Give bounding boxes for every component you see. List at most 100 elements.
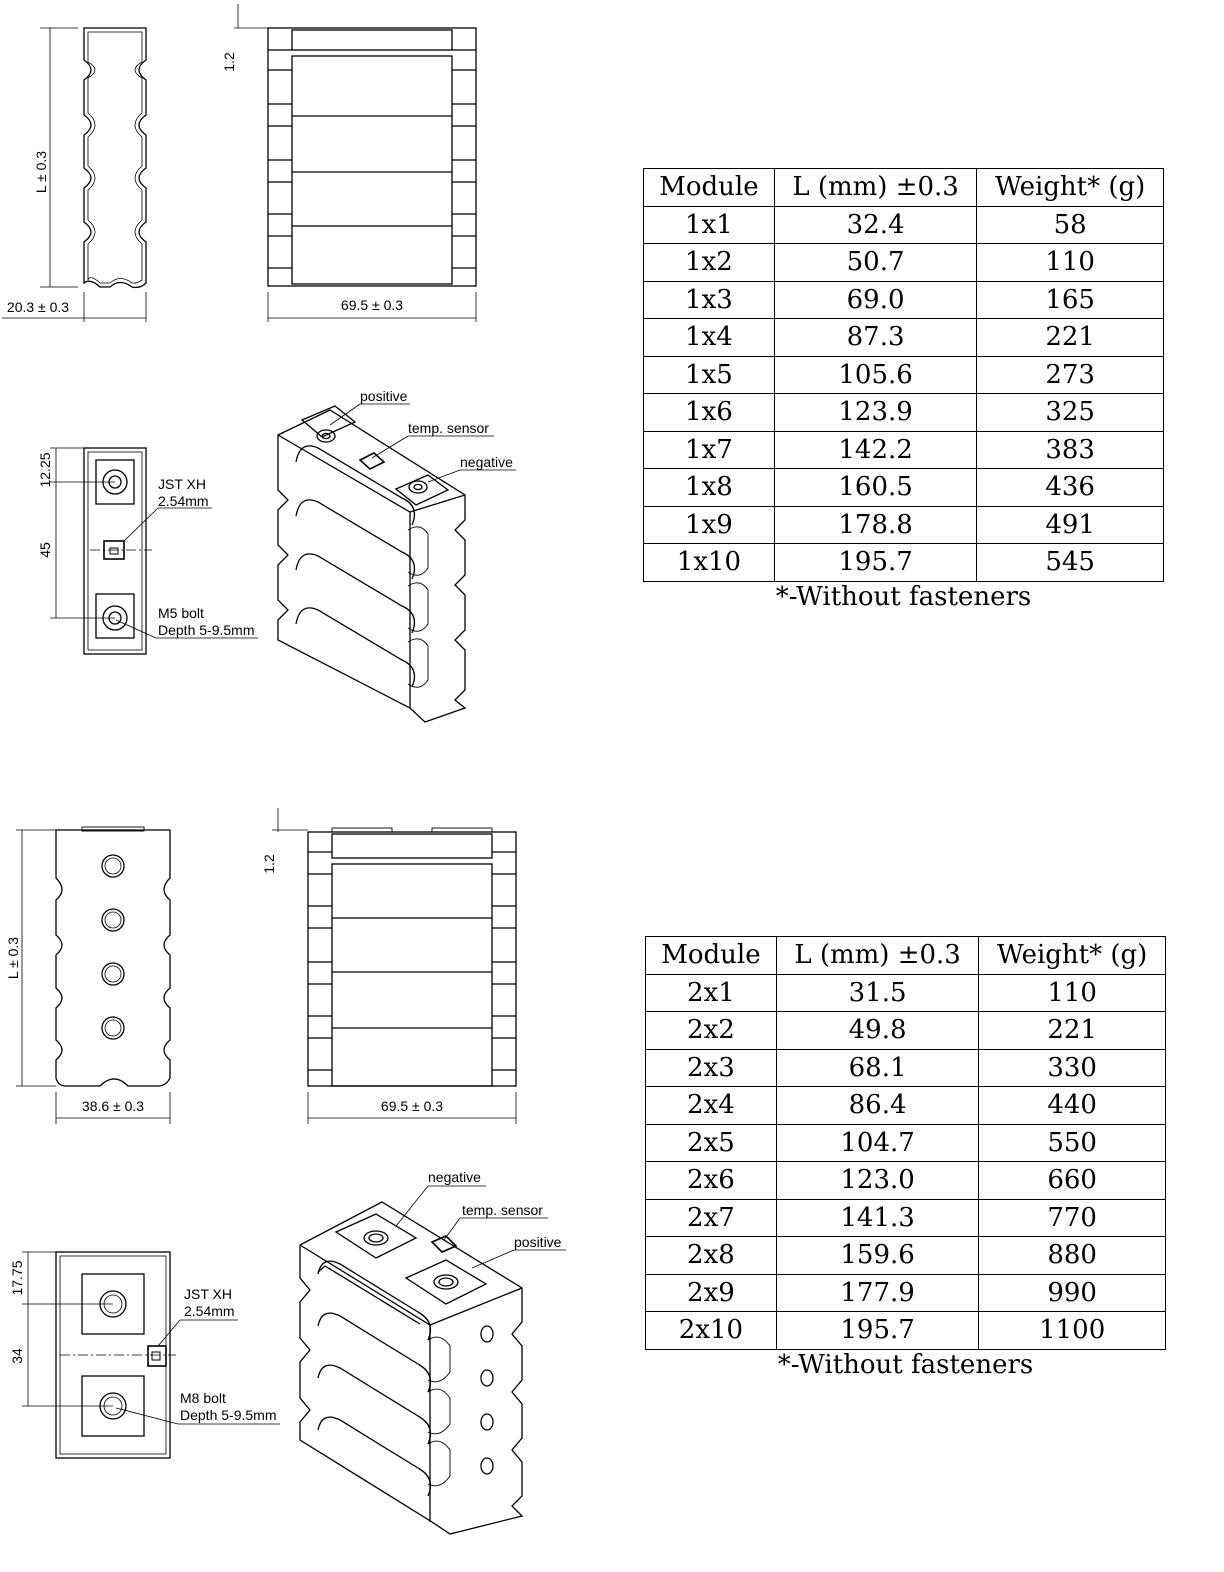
cell-module: 1x7 [643, 430, 775, 469]
cell-length: 68.1 [775, 1048, 980, 1087]
width-dim-label: 69.5 ± 0.3 [341, 297, 403, 313]
cell-weight: 325 [976, 393, 1164, 432]
cell-module: 2x8 [645, 1236, 777, 1275]
cell-length: 178.8 [773, 505, 978, 544]
dim-label: 34 [9, 1348, 25, 1364]
connector-label: JST XH [158, 476, 206, 492]
cell-weight: 110 [976, 243, 1164, 282]
positive-label: positive [360, 388, 408, 404]
cell-length: 31.5 [775, 973, 980, 1012]
cell-length: 195.7 [775, 1311, 980, 1350]
cell-module: 2x9 [645, 1273, 777, 1312]
cell-weight: 660 [978, 1161, 1166, 1200]
cell-length: 69.0 [773, 280, 978, 319]
length-dim-label: L ± 0.3 [33, 151, 49, 193]
cell-module: 1x2 [643, 243, 775, 282]
cell-length: 195.7 [773, 543, 978, 582]
cell-length: 87.3 [773, 318, 978, 357]
dim-label: 17.75 [9, 1260, 25, 1295]
cell-module: 2x3 [645, 1048, 777, 1087]
cell-weight: 436 [976, 468, 1164, 507]
cell-length: 104.7 [775, 1123, 980, 1162]
dim-label: 45 [37, 542, 53, 558]
temp-sensor-label: temp. sensor [462, 1202, 543, 1218]
cell-weight: 165 [976, 280, 1164, 319]
column-header: Weight* (g) [978, 936, 1166, 975]
cell-weight: 880 [978, 1236, 1166, 1275]
dim-label: 12.25 [37, 452, 53, 487]
cell-weight: 330 [978, 1048, 1166, 1087]
cell-module: 2x6 [645, 1161, 777, 1200]
bolt-label: Depth 5-9.5mm [158, 622, 254, 638]
cell-module: 1x10 [643, 543, 775, 582]
cell-length: 123.0 [775, 1161, 980, 1200]
cell-length: 86.4 [775, 1086, 980, 1125]
connector-label: 2.54mm [158, 493, 209, 509]
cell-weight: 440 [978, 1086, 1166, 1125]
cell-module: 1x4 [643, 318, 775, 357]
temp-sensor-label: temp. sensor [408, 420, 489, 436]
cell-weight: 545 [976, 543, 1164, 582]
column-header: Weight* (g) [976, 168, 1164, 207]
iso-view-1x: positive temp. sensor negative [277, 388, 516, 723]
cell-length: 32.4 [773, 205, 978, 244]
cell-weight: 383 [976, 430, 1164, 469]
column-header: L (mm) ±0.3 [775, 936, 980, 975]
side-view-1x: 1.2 69.5 ± 0.3 [221, 4, 477, 322]
iso-view-2x: negative temp. sensor positive [299, 1169, 566, 1535]
column-header: Module [643, 168, 775, 207]
cell-length: 142.2 [773, 430, 978, 469]
cell-module: 1x1 [643, 205, 775, 244]
cell-weight: 221 [978, 1011, 1166, 1050]
cell-module: 2x10 [645, 1311, 777, 1350]
cell-weight: 221 [976, 318, 1164, 357]
table-header-row: Module L (mm) ±0.3 Weight* (g) [643, 168, 1164, 207]
bolt-label: M8 bolt [180, 1390, 226, 1406]
cell-module: 1x6 [643, 393, 775, 432]
connector-label: 2.54mm [184, 1303, 235, 1319]
gap-dim-label: 1.2 [221, 52, 237, 72]
negative-label: negative [460, 454, 513, 470]
cell-module: 2x5 [645, 1123, 777, 1162]
bolt-label: Depth 5-9.5mm [180, 1407, 276, 1423]
width-dim-label: 20.3 ± 0.3 [7, 299, 69, 315]
table-note: *-Without fasteners [775, 582, 1032, 612]
cell-weight: 990 [978, 1273, 1166, 1312]
side-view-2x: 1.2 69.5 ± 0.3 [261, 808, 517, 1124]
cell-module: 1x5 [643, 355, 775, 394]
cell-weight: 550 [978, 1123, 1166, 1162]
bolt-label: M5 bolt [158, 605, 204, 621]
negative-label: negative [428, 1169, 481, 1185]
cell-weight: 273 [976, 355, 1164, 394]
cell-module: 2x7 [645, 1198, 777, 1237]
cell-length: 105.6 [773, 355, 978, 394]
length-dim-label: L ± 0.3 [5, 937, 21, 979]
cell-module: 2x2 [645, 1011, 777, 1050]
cell-module: 2x4 [645, 1086, 777, 1125]
column-header: Module [645, 936, 777, 975]
cell-length: 159.6 [775, 1236, 980, 1275]
cell-length: 177.9 [775, 1273, 980, 1312]
cell-length: 49.8 [775, 1011, 980, 1050]
cell-length: 141.3 [775, 1198, 980, 1237]
cell-length: 123.9 [773, 393, 978, 432]
connector-label: JST XH [184, 1286, 232, 1302]
cell-weight: 770 [978, 1198, 1166, 1237]
